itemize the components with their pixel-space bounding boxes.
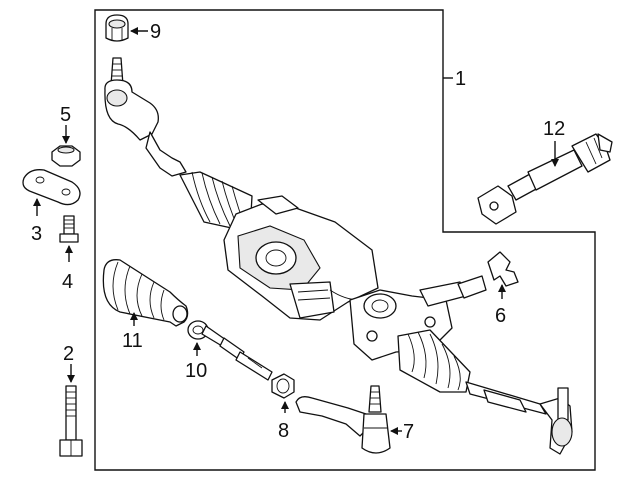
callout-label-8: 8 [278,420,289,442]
clip-part-6 [487,251,519,287]
callout-label-7: 7 [403,421,414,443]
left-tie-rod-end [104,57,187,177]
jam-nut-part-8 [271,373,295,399]
outer-tie-rod-end-part-7 [295,385,391,454]
bolt-part-4 [59,215,79,243]
callout-label-10: 10 [185,360,207,382]
callout-label-4: 4 [62,271,73,293]
nut-part-9 [105,14,129,42]
callout-label-2: 2 [63,343,74,365]
nut-part-5 [51,145,81,167]
right-rack-boot [397,329,471,393]
long-bolt-part-2 [59,385,83,457]
callout-label-1: 1 [455,68,466,90]
callout-label-9: 9 [150,21,161,43]
boot-part-11 [102,259,189,327]
callout-label-5: 5 [60,104,71,126]
callout-label-6: 6 [495,305,506,327]
inner-tie-rod-part-10 [187,320,273,381]
rack-housing [223,195,381,321]
callout-label-11: 11 [122,330,143,352]
right-tie-rod [465,381,573,455]
callout-label-12: 12 [543,118,565,140]
callout-label-3: 3 [31,223,42,245]
bracket-part-3 [22,169,81,206]
assembly-frame [94,9,596,471]
intermediate-shaft-part-12 [477,133,613,225]
pinion-housing [349,275,487,361]
